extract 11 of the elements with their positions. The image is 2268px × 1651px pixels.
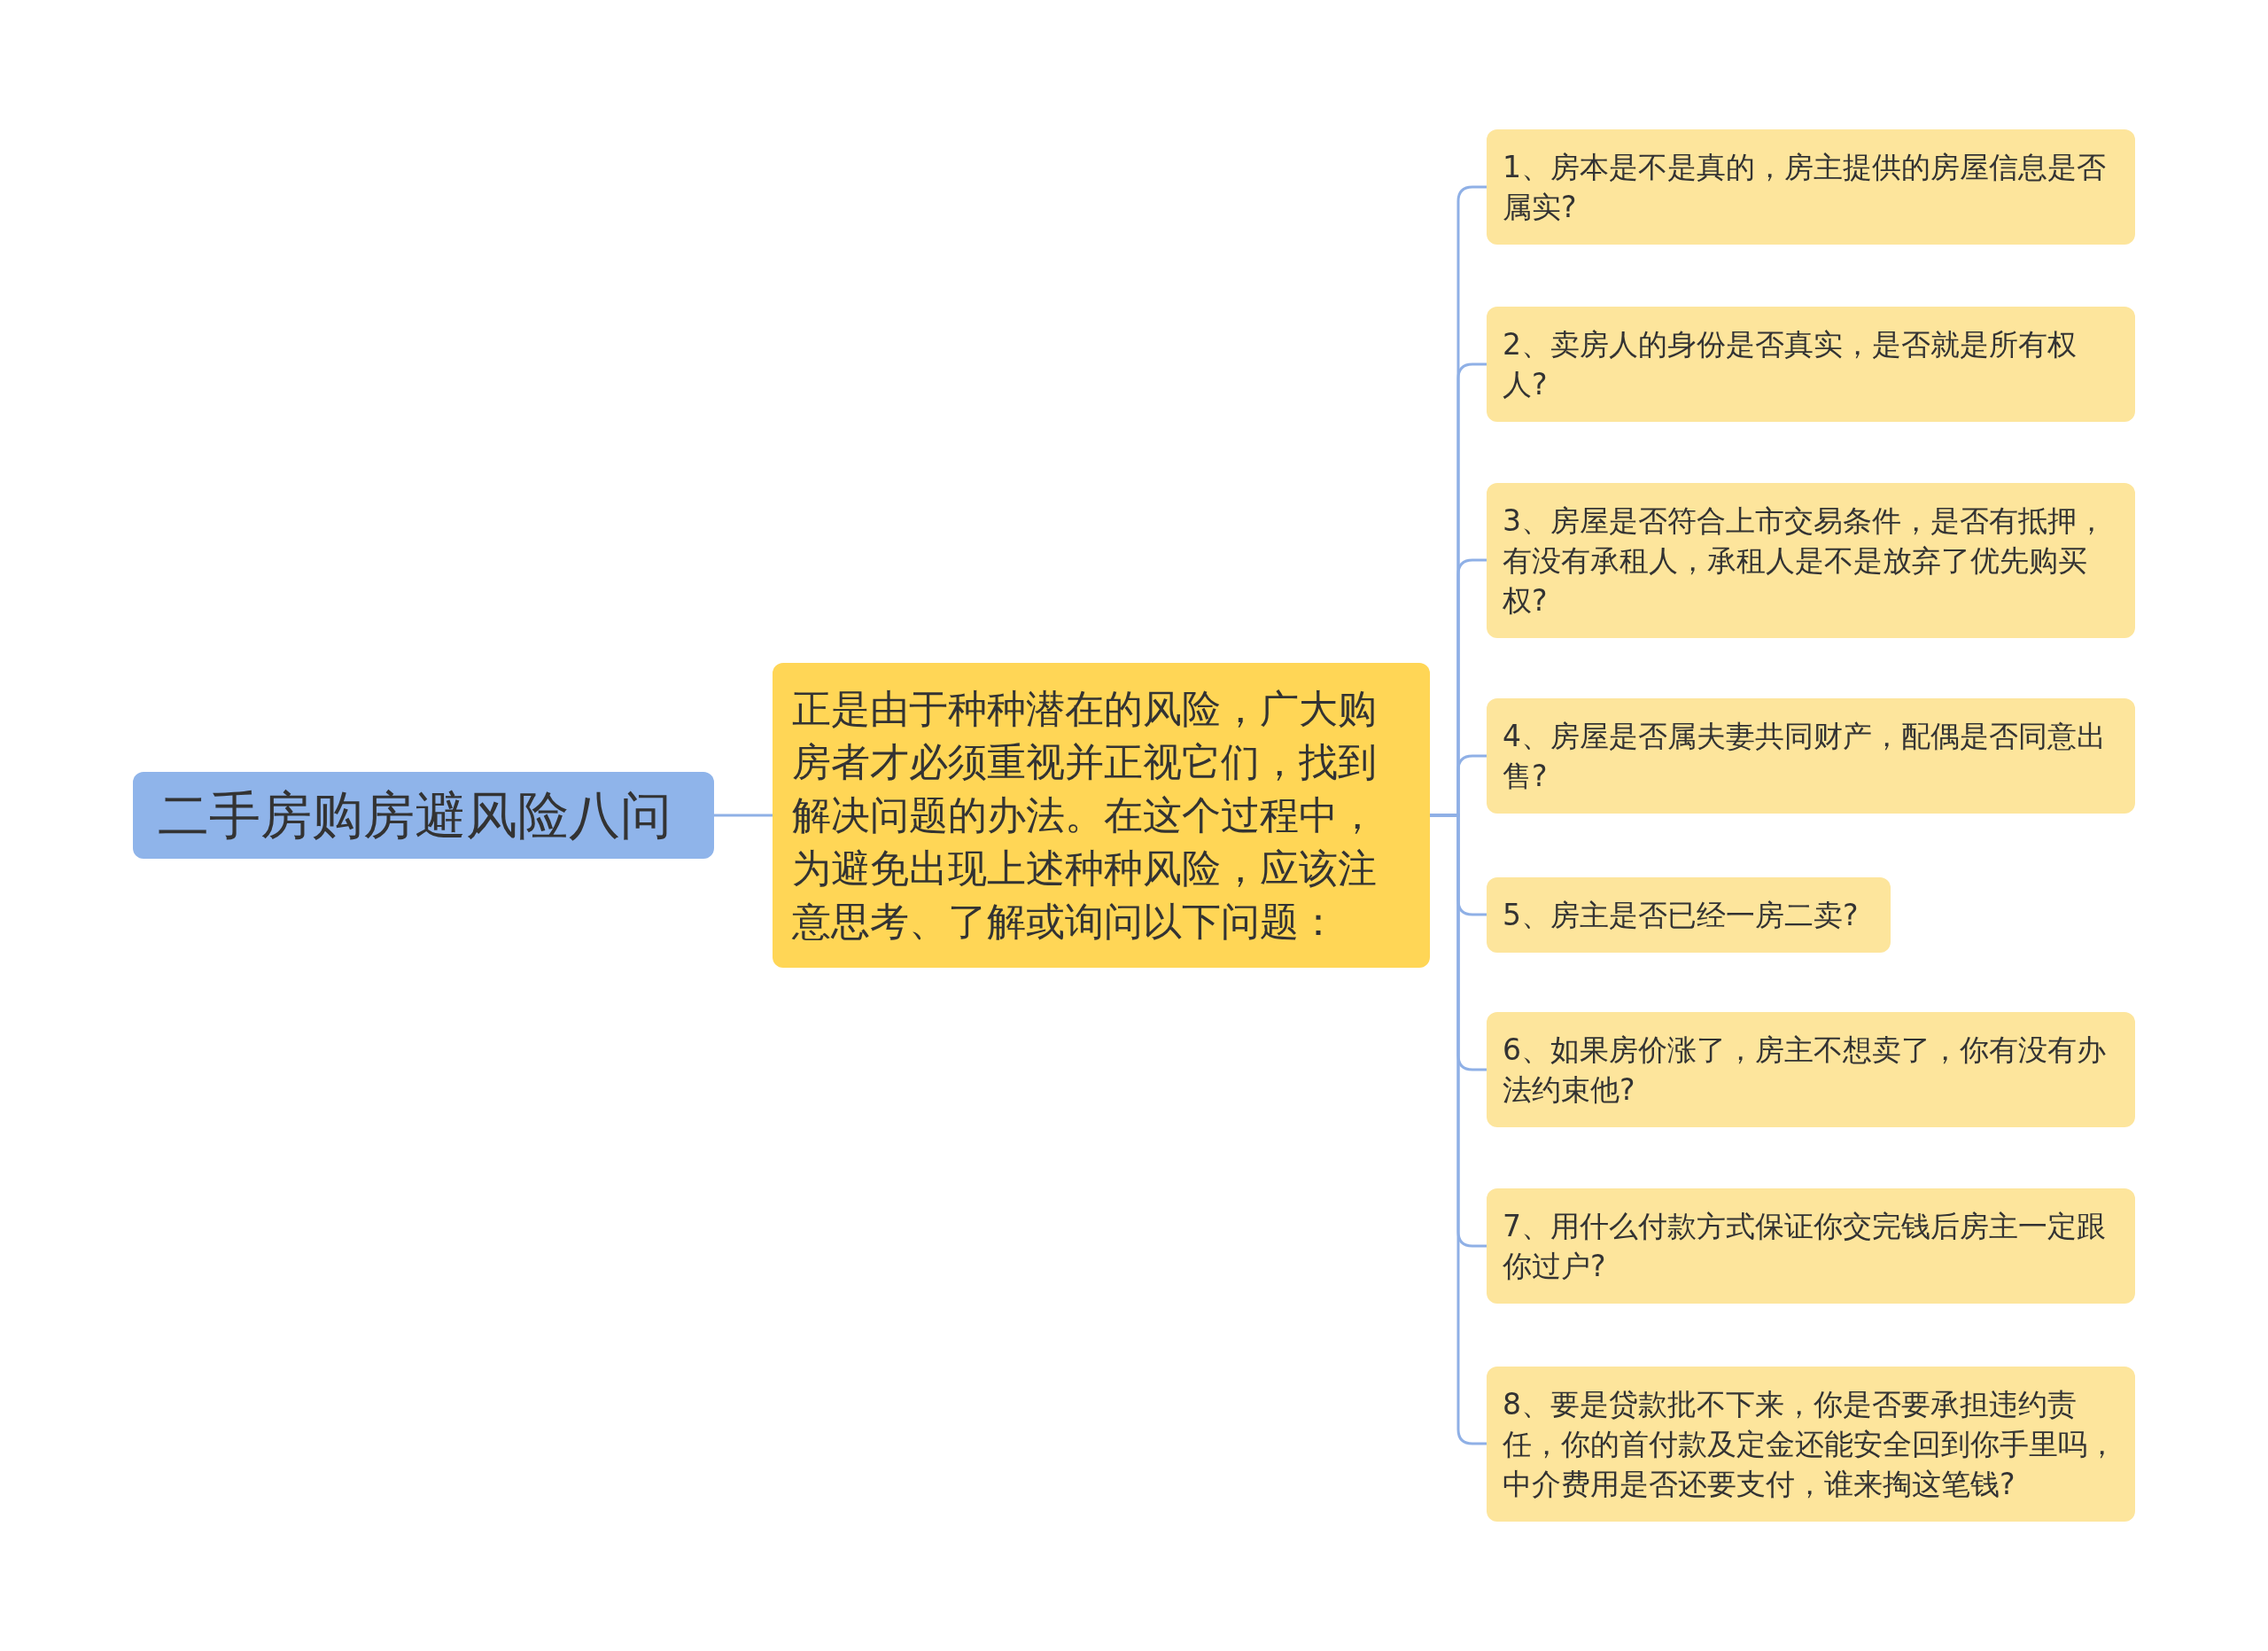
question-box: 7、用什么付款方式保证你交完钱后房主一定跟你过户? xyxy=(1487,1188,2135,1304)
question-box: 8、要是贷款批不下来，你是否要承担违约责任，你的首付款及定金还能安全回到你手里吗，中介费用是否还要支付，谁来掏这笔钱? xyxy=(1487,1366,2135,1522)
connector-line xyxy=(714,814,773,817)
subtopic-box: 正是由于种种潜在的风险，广大购房者才必须重视并正视它们，找到解决问题的办法。在这个过程中，为避免出现上述种种风险，应该注意思考、了解或询问以下问题： xyxy=(773,663,1430,968)
question-box: 4、房屋是否属夫妻共同财产，配偶是否同意出售? xyxy=(1487,698,2135,814)
question-box: 1、房本是不是真的，房主提供的房屋信息是否属实? xyxy=(1487,129,2135,245)
question-box: 6、如果房价涨了，房主不想卖了，你有没有办法约束他? xyxy=(1487,1012,2135,1127)
question-box: 5、房主是否已经一房二卖? xyxy=(1487,876,1891,953)
question-box: 3、房屋是否符合上市交易条件，是否有抵押，有没有承租人，承租人是不是放弃了优先购买权? xyxy=(1487,482,2135,638)
topic-box: 二手房购房避风险八问 xyxy=(133,772,714,859)
question-box: 2、卖房人的身份是否真实，是否就是所有权人? xyxy=(1487,307,2135,422)
